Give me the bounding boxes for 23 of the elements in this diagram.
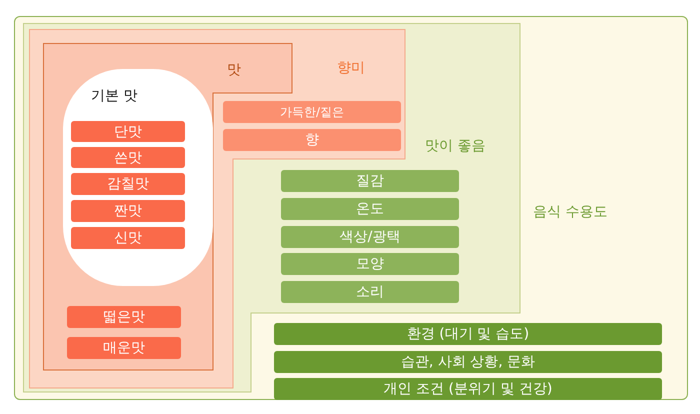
region-title: 향미 bbox=[337, 59, 365, 77]
attribute-label: 개인 조건 (분위기 및 건강) bbox=[274, 378, 662, 400]
region-title: 맛 bbox=[227, 61, 241, 79]
attribute-label: 향 bbox=[223, 129, 401, 151]
attribute-label: 신맛 bbox=[71, 227, 185, 249]
attribute-label: 질감 bbox=[281, 170, 459, 192]
attribute-label: 감칠맛 bbox=[71, 173, 185, 195]
region-title: 맛이 좋음 bbox=[425, 137, 486, 155]
region-panel bbox=[14, 16, 688, 400]
attribute-label: 매운맛 bbox=[67, 337, 181, 359]
attribute-label: 가득한/짙은 bbox=[223, 101, 401, 123]
attribute-label: 단맛 bbox=[71, 121, 185, 142]
attribute-label: 환경 (대기 및 습도) bbox=[274, 323, 662, 345]
attribute-label: 쓴맛 bbox=[71, 147, 185, 168]
attribute-label: 온도 bbox=[281, 198, 459, 220]
region-title: 기본 맛 bbox=[91, 87, 138, 105]
attribute-label: 모양 bbox=[281, 253, 459, 275]
attribute-label: 색상/광택 bbox=[281, 226, 459, 248]
attribute-label: 떫은맛 bbox=[67, 306, 181, 328]
region-title: 음식 수용도 bbox=[533, 203, 608, 221]
attribute-label: 소리 bbox=[281, 281, 459, 303]
attribute-label: 짠맛 bbox=[71, 200, 185, 222]
attribute-label: 습관, 사회 상황, 문화 bbox=[274, 351, 662, 373]
